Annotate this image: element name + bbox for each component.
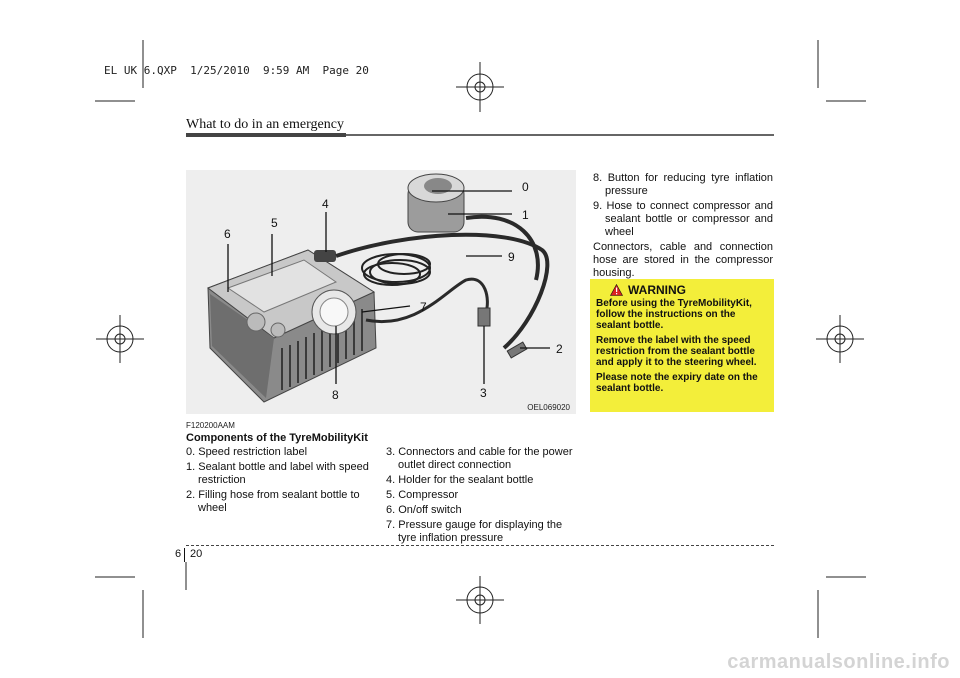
section-title: What to do in an emergency bbox=[186, 117, 344, 132]
list-item: 7. Pressure gauge for displaying the tyr… bbox=[386, 519, 563, 544]
list-item: 8. Button for reducing tyre inflation pr… bbox=[593, 172, 773, 197]
chapter-number: 6 bbox=[175, 548, 182, 560]
callout-2: 2 bbox=[556, 342, 563, 356]
warning-text: Please note the expiry date on the seala… bbox=[596, 372, 758, 394]
figure-ref-code: F120200AAM bbox=[186, 421, 235, 430]
callout-7: 7 bbox=[420, 300, 427, 314]
callout-0: 0 bbox=[522, 180, 529, 194]
warning-text: Before using the TyreMobilityKit, follow… bbox=[596, 298, 752, 331]
list-item: 5. Compressor bbox=[386, 489, 459, 501]
list-item: 3. Connectors and cable for the power ou… bbox=[386, 446, 573, 471]
callout-1: 1 bbox=[522, 208, 529, 222]
warning-triangle-icon bbox=[610, 284, 623, 296]
list-item: 1. Sealant bottle and label with speed r… bbox=[186, 461, 369, 486]
print-slug: EL UK 6.QXP 1/25/2010 9:59 AM Page 20 bbox=[104, 64, 369, 77]
callout-8: 8 bbox=[332, 388, 339, 402]
warning-box: WARNING Before using the TyreMobilityKit… bbox=[590, 279, 774, 412]
warning-title: WARNING bbox=[628, 283, 686, 297]
callout-6: 6 bbox=[224, 227, 231, 241]
components-list-left: 0. Speed restriction label 1. Sealant bo… bbox=[186, 446, 372, 517]
storage-note: Connectors, cable and connection hose ar… bbox=[593, 241, 773, 279]
components-list-middle: 3. Connectors and cable for the power ou… bbox=[386, 446, 574, 547]
footer-divider bbox=[184, 548, 185, 562]
site-watermark: carmanualsonline.info bbox=[727, 651, 950, 673]
list-item: 6. On/off switch bbox=[386, 504, 462, 516]
header-rule bbox=[186, 134, 774, 136]
figure-code: OEL069020 bbox=[527, 403, 570, 412]
list-item: 4. Holder for the sealant bottle bbox=[386, 474, 534, 486]
warning-text: Remove the label with the speed restrict… bbox=[596, 335, 757, 368]
compressor-drawing bbox=[206, 173, 550, 403]
components-list-right: 8. Button for reducing tyre inflation pr… bbox=[593, 172, 773, 280]
warning-header: WARNING bbox=[610, 283, 769, 297]
kit-illustration: 0 1 9 7 2 3 8 6 5 4 OEL069020 bbox=[186, 170, 576, 414]
list-item: 0. Speed restriction label bbox=[186, 446, 308, 458]
callout-4: 4 bbox=[322, 197, 329, 211]
footer-rule bbox=[186, 545, 774, 546]
list-item: 2. Filling hose from sealant bottle to w… bbox=[186, 489, 360, 514]
page-number: 20 bbox=[190, 548, 203, 560]
list-item: 9. Hose to connect compressor and sealan… bbox=[593, 200, 773, 238]
callout-3: 3 bbox=[480, 386, 487, 400]
callout-9: 9 bbox=[508, 250, 515, 264]
callout-5: 5 bbox=[271, 216, 278, 230]
figure-caption: Components of the TyreMobilityKit bbox=[186, 432, 368, 444]
header-rule-accent bbox=[186, 133, 346, 137]
